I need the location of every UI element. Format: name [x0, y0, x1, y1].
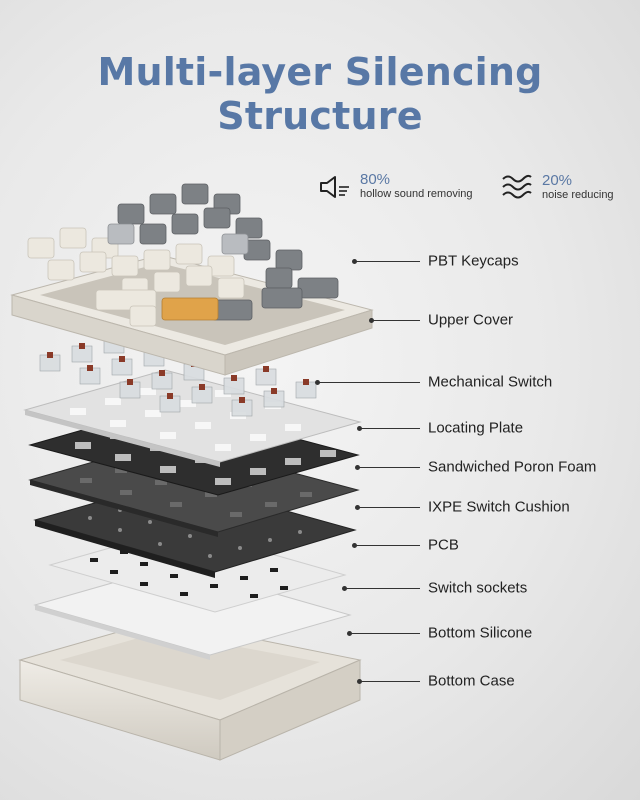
- label-upper-cover: Upper Cover: [428, 311, 514, 329]
- stat-noise-reducing: 20% noise reducing: [500, 172, 614, 202]
- label-poron-foam: Sandwiched Poron Foam: [428, 458, 597, 476]
- stat-hollow-sound: 80% hollow sound removing: [318, 172, 473, 201]
- leader-bottom-case: [357, 679, 420, 684]
- leader-ixpe-cushion: [355, 505, 420, 510]
- label-pcb: PCB: [428, 536, 459, 554]
- label-mechanical-switch: Mechanical Switch: [428, 373, 553, 391]
- leader-switch-sockets: [342, 586, 420, 591]
- leader-poron-foam: [355, 465, 420, 470]
- label-bottom-silicone: Bottom Silicone: [428, 624, 533, 642]
- pbt-keycaps-layer: [27, 183, 339, 327]
- stat-percent: 20%: [542, 171, 573, 189]
- exploded-keyboard-illustration: [10, 183, 374, 761]
- leader-pcb: [352, 543, 420, 548]
- accent-keycap: [161, 297, 219, 321]
- label-locating-plate: Locating Plate: [428, 419, 524, 437]
- leader-upper-cover: [369, 318, 420, 323]
- label-switch-sockets: Switch sockets: [428, 579, 528, 597]
- sound-wave-icon: [502, 174, 532, 199]
- leader-mechanical-switch: [315, 380, 420, 385]
- page-title: Multi-layer Silencing Structure: [97, 50, 543, 138]
- label-bottom-case: Bottom Case: [428, 672, 515, 690]
- locating-plate-layer: [23, 369, 362, 467]
- stat-description: hollow sound removing: [360, 188, 473, 200]
- label-pbt-keycaps: PBT Keycaps: [428, 252, 519, 270]
- bottom-case-layer: [18, 619, 362, 761]
- leader-pbt-keycaps: [352, 259, 420, 264]
- stat-percent: 80%: [360, 171, 391, 188]
- stat-description: noise reducing: [542, 188, 614, 201]
- leader-locating-plate: [357, 426, 420, 431]
- speaker-icon: [320, 175, 349, 198]
- leader-bottom-silicone: [347, 631, 420, 636]
- label-ixpe-cushion: IXPE Switch Cushion: [428, 498, 570, 516]
